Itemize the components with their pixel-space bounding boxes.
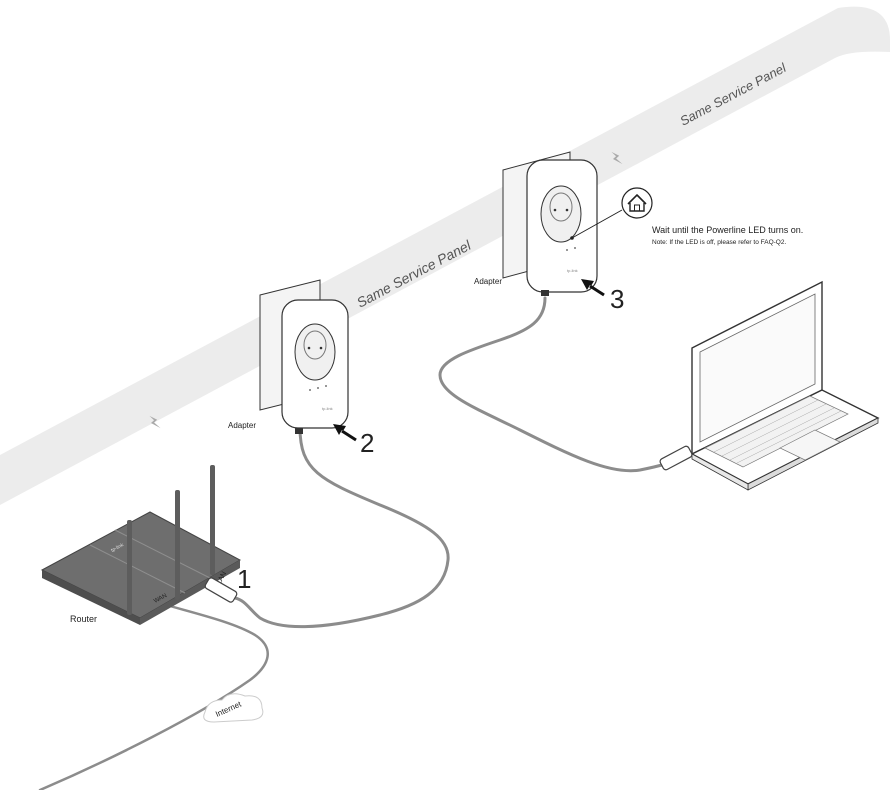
router-antenna — [175, 490, 180, 600]
router-label: Router — [70, 614, 97, 624]
internet-badge — [203, 693, 264, 723]
svg-text:tp-link: tp-link — [110, 542, 125, 554]
router: tp-link — [40, 465, 242, 625]
internet-cable — [38, 598, 269, 790]
ethernet-cable — [233, 426, 450, 629]
wan-port-label: WAN — [153, 593, 168, 605]
adapter-label: Adapter — [228, 421, 256, 430]
arrow-icon — [581, 279, 605, 297]
adapter-1: tp-link — [259, 279, 349, 434]
svg-text:tp-link: tp-link — [567, 268, 578, 273]
instruction-note: Note: If the LED is off, please refer to… — [652, 239, 786, 246]
arrow-icon — [333, 424, 357, 442]
svg-text:tp-link: tp-link — [322, 406, 333, 411]
router-antenna — [127, 520, 132, 615]
cables — [38, 296, 692, 790]
ethernet-plug — [204, 577, 238, 603]
step-number-2: 2 — [360, 428, 374, 458]
laptop — [690, 280, 880, 491]
adapter-2: tp-link — [502, 151, 598, 296]
adapter-label: Adapter — [474, 277, 502, 286]
router-antenna — [210, 465, 215, 575]
instruction-text: Wait until the Powerline LED turns on. — [652, 225, 803, 235]
led-callout — [570, 187, 653, 240]
ethernet-plug — [659, 445, 693, 471]
home-icon — [627, 194, 647, 212]
step-number-3: 3 — [610, 284, 624, 314]
step-number-1: 1 — [237, 564, 251, 594]
ethernet-cable — [438, 296, 692, 473]
